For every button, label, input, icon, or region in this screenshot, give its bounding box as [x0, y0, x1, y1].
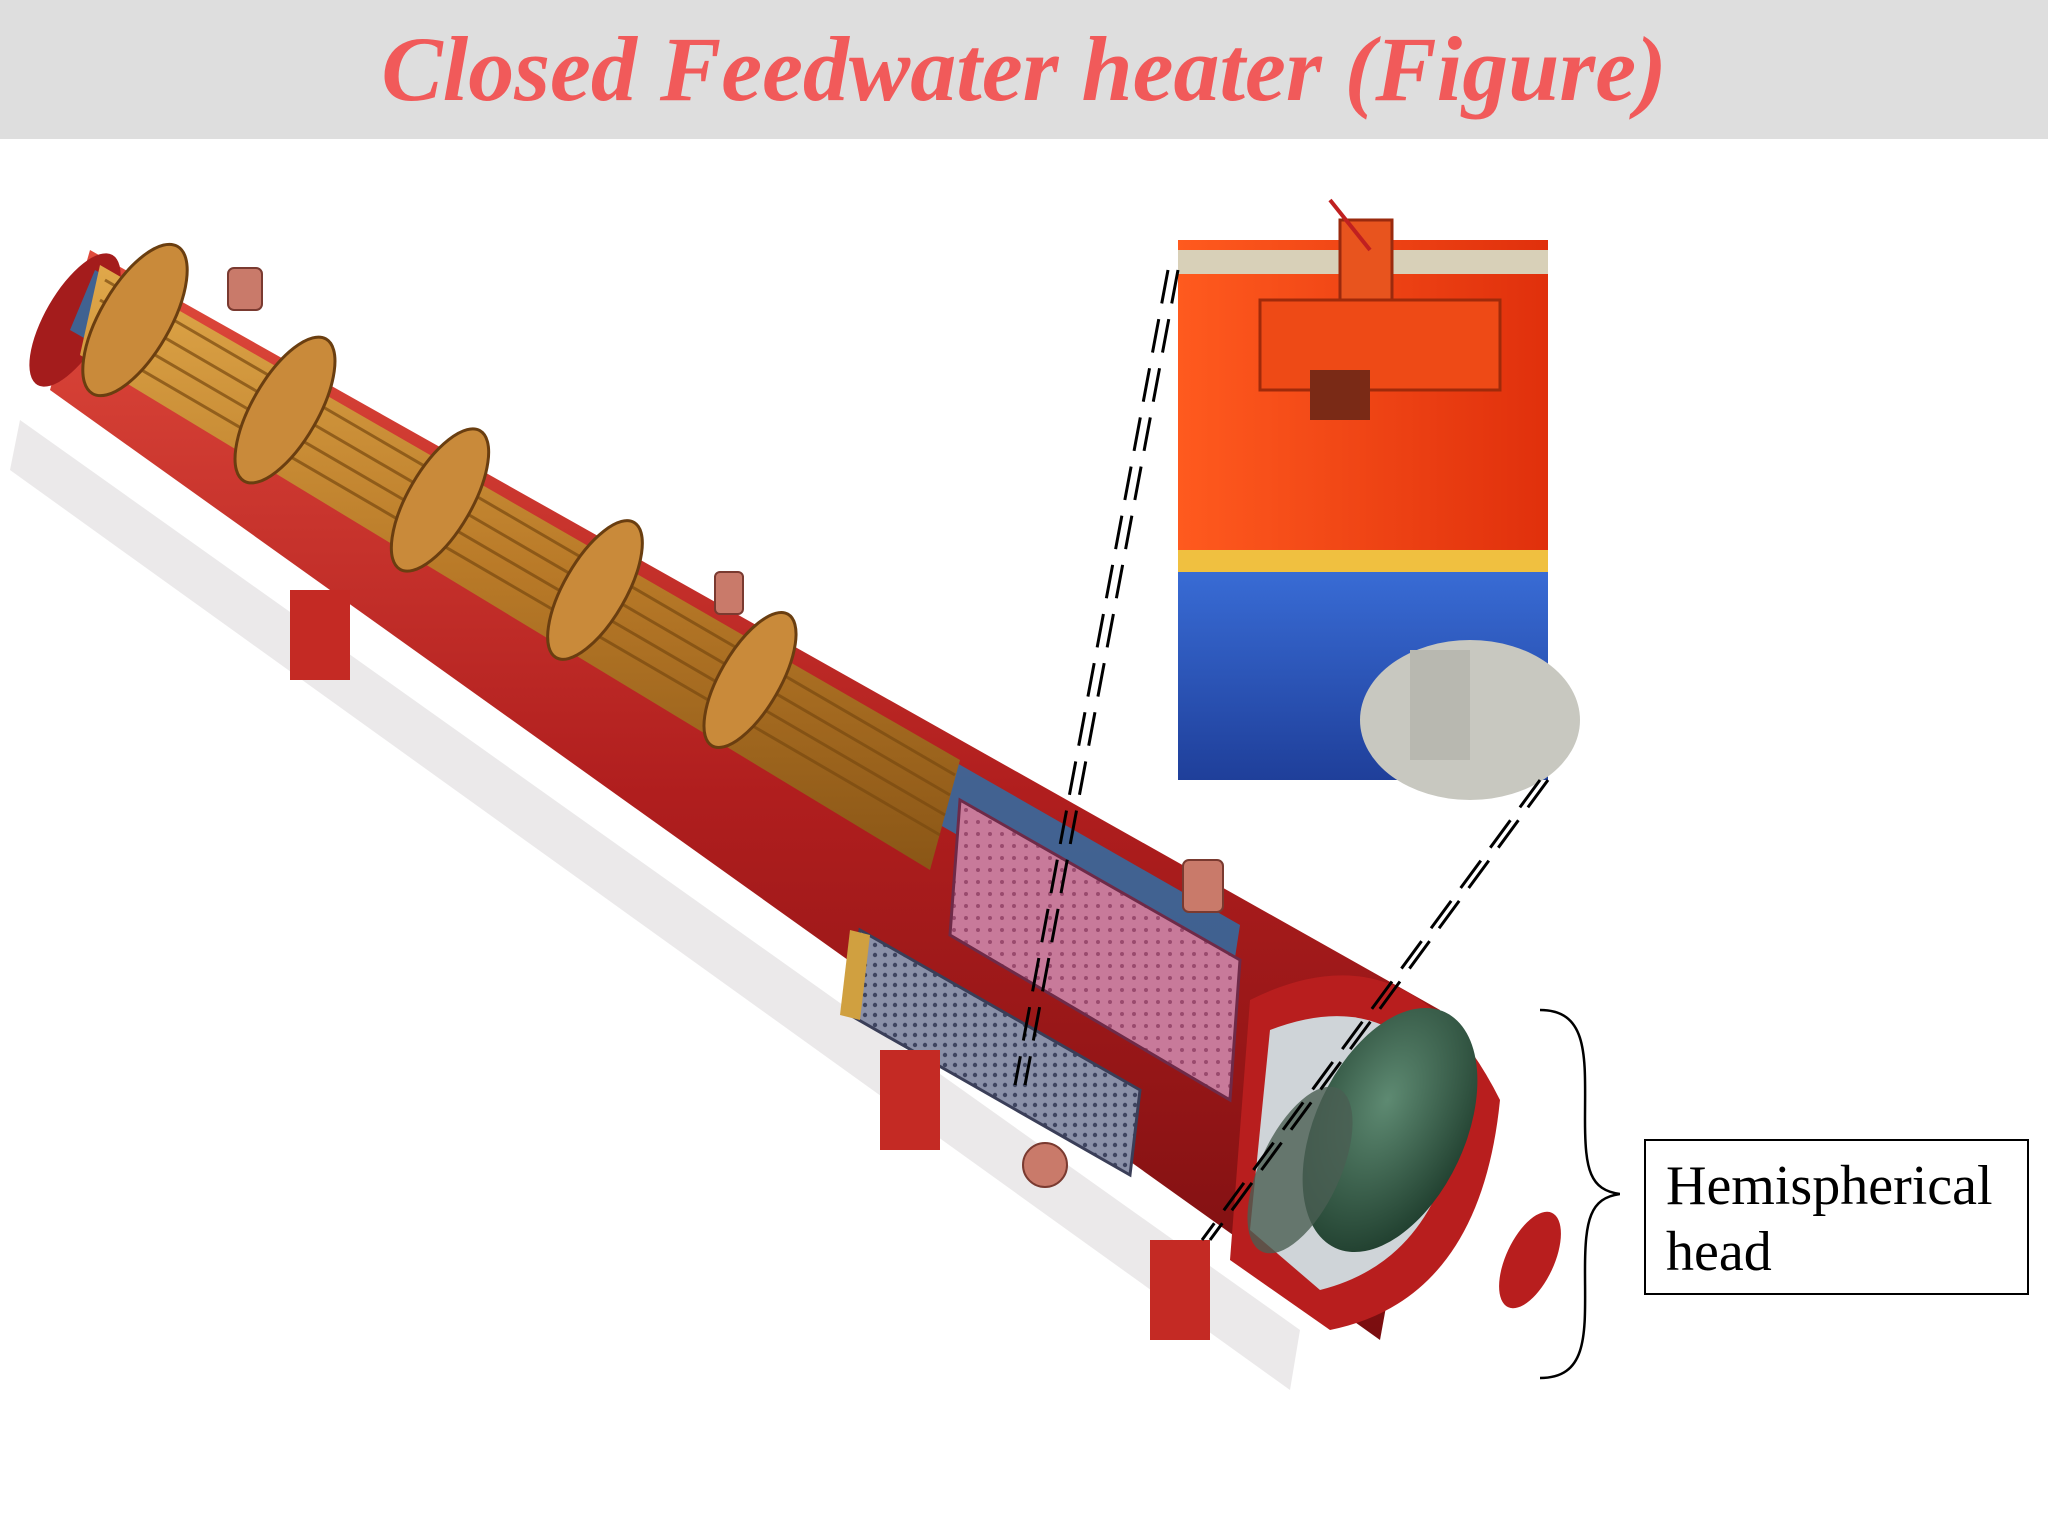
callout-line-2: head — [1666, 1221, 1772, 1283]
title-bar: Closed Feedwater heater (Figure) — [0, 0, 2048, 139]
nozzles — [227, 267, 1224, 1188]
hemispherical-head — [1230, 975, 1561, 1330]
inset-detail — [1013, 198, 1580, 1241]
condensing-zone — [840, 797, 1242, 1178]
saddles — [290, 590, 1210, 1340]
slide-title: Closed Feedwater heater (Figure) — [381, 18, 1667, 120]
curly-brace — [1539, 1008, 1620, 1380]
tube-bundle — [80, 242, 960, 870]
callout-line-1: Hemispherical — [1666, 1155, 1993, 1217]
heater-illustration — [10, 198, 1620, 1390]
heater-figure — [0, 160, 1620, 1430]
callout-box: Hemispherical head — [1644, 1139, 2029, 1295]
